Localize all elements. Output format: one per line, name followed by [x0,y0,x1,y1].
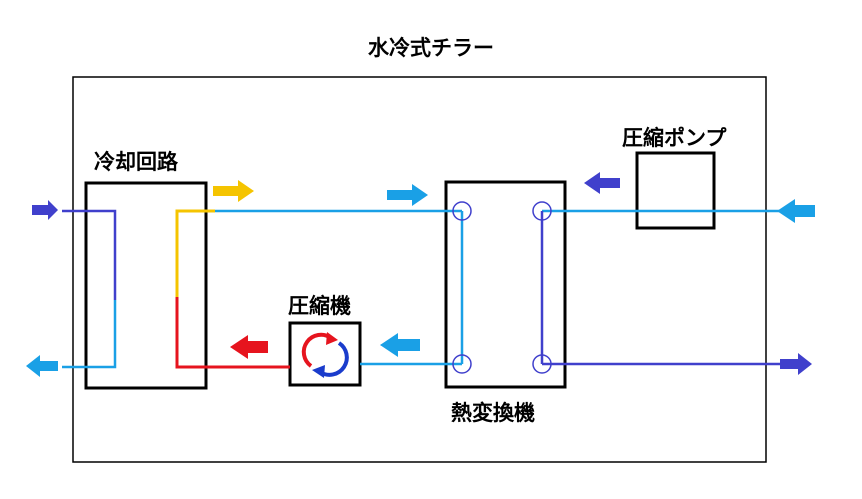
flow-arrow-icon [387,184,428,206]
pipe-outlet-left [62,300,117,369]
flow-arrow-icon [584,172,620,194]
chiller-enclosure [72,76,767,463]
flow-arrow-icon [380,333,420,357]
cooling-circuit-label: 冷却回路 [94,150,178,174]
pipe-inlet-left [62,209,117,300]
flow-arrow-icon [777,199,815,223]
flow-arrow-icon [780,353,812,375]
heat-exchanger-label: 熱変換機 [451,401,535,425]
pump-box [635,151,716,230]
compressor-label: 圧縮機 [288,294,351,318]
hx-port-top-left [452,201,472,221]
cooling-circuit-box [84,181,208,390]
pipe-hot [175,297,290,369]
pump-label: 圧縮ポンプ [622,126,727,150]
flow-arrow-icon [26,355,58,377]
flow-arrow-icon [213,180,254,202]
hx-port-top-right [532,201,552,221]
cycle-arrows-icon [301,332,349,378]
flow-arrow-icon [230,335,268,359]
heat-exchanger-box [444,180,567,389]
diagram-title: 水冷式チラー [368,36,494,60]
pipe-warm [175,209,215,297]
flow-arrow-icon [32,200,58,220]
hx-port-bottom-right [532,354,552,374]
hx-port-bottom-left [452,354,472,374]
